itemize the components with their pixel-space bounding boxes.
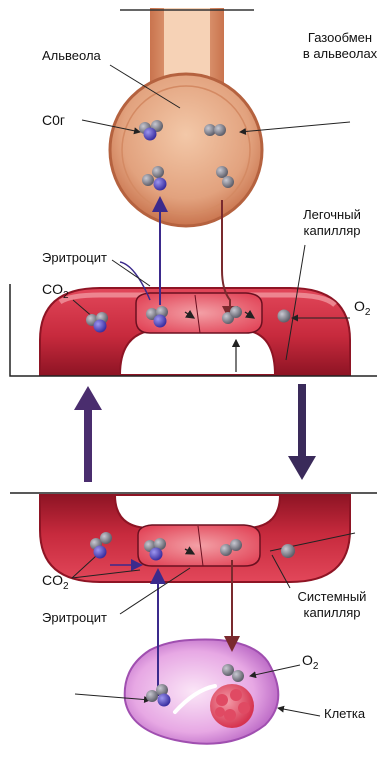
o2-molecule — [278, 310, 291, 323]
alveola — [110, 74, 262, 226]
systemic-capillary-line1: Системный — [282, 589, 382, 605]
co2-bottom-label: CO2 — [42, 572, 69, 593]
erythrocyte-top-label: Эритроцит — [42, 250, 107, 266]
title-label: Газообмен в альвеолах — [294, 30, 386, 61]
co2-bottom-subscript: 2 — [63, 581, 69, 592]
co2-alveola-label: C0г — [42, 112, 65, 129]
title-line1: Газообмен — [294, 30, 386, 46]
o2-bottom-subscript: 2 — [313, 661, 319, 672]
co2-top-label: CO2 — [42, 281, 69, 302]
o2-top-subscript: 2 — [365, 307, 371, 318]
o2-top-text: O — [354, 298, 365, 314]
co2-top-subscript: 2 — [63, 290, 69, 301]
o2-bottom-text: O — [302, 652, 313, 668]
lung-capillary-line2: капилляр — [284, 223, 380, 239]
cell-nucleus — [210, 684, 254, 728]
systemic-capillary-label: Системный капилляр — [282, 589, 382, 620]
alveola-label: Альвеола — [42, 48, 101, 64]
blood-flow-up-arrow — [74, 386, 102, 482]
blood-flow-down-arrow — [288, 384, 316, 480]
cell — [125, 639, 279, 743]
title-line2: в альвеолах — [294, 46, 386, 62]
lung-capillary-line1: Легочный — [284, 207, 380, 223]
o2-bottom-label: O2 — [302, 652, 318, 673]
systemic-capillary-line2: капилляр — [282, 605, 382, 621]
o2-molecule — [281, 544, 295, 558]
lung-capillary-label: Легочный капилляр — [284, 207, 380, 238]
cell-label: Клетка — [324, 706, 365, 722]
co2-top-text: CO — [42, 281, 63, 297]
erythrocyte-bottom-label: Эритроцит — [42, 610, 107, 626]
o2-top-label: O2 — [354, 298, 370, 319]
co2-bottom-text: CO — [42, 572, 63, 588]
